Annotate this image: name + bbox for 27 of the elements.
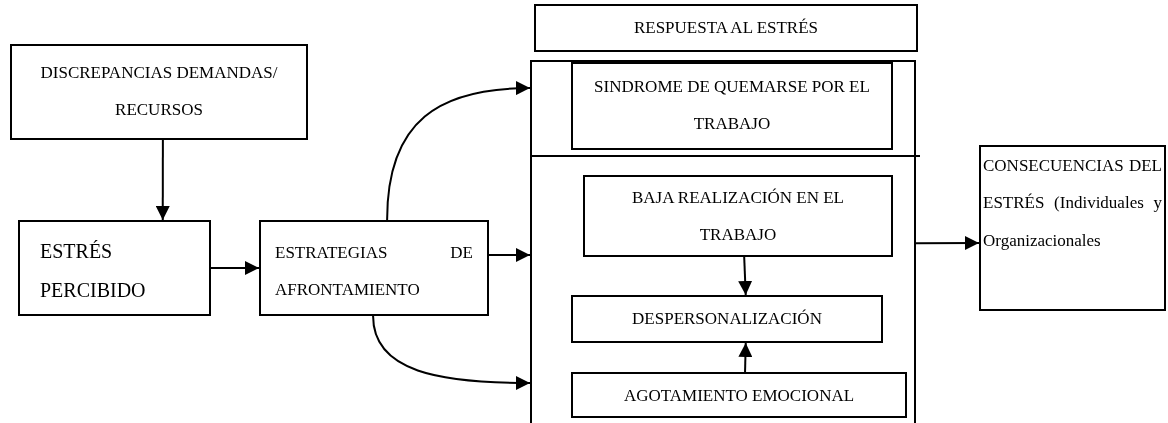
process-box: [583, 175, 893, 257]
box-label: ESTRÉS PERCIBIDO: [40, 239, 147, 303]
box-label: DESPERSONALIZACIÓN: [631, 309, 823, 330]
group-frame: [530, 60, 916, 423]
box-label: SINDROME DE QUEMARSE POR EL TRABAJO: [593, 76, 871, 136]
process-box: [979, 145, 1166, 311]
box-label: DISCREPANCIAS DEMANDAS/ RECURSOS: [39, 62, 279, 122]
arrow: [738, 256, 753, 296]
arrow: [488, 247, 531, 262]
arrow: [372, 315, 531, 390]
process-box: [571, 295, 883, 343]
box-label: ESTRATEGIAS DE AFRONTAMIENTO: [275, 242, 473, 302]
arrow: [386, 81, 531, 221]
process-box: [10, 44, 308, 140]
process-box: [571, 62, 893, 150]
process-box: [571, 372, 907, 418]
box-label: BAJA REALIZACIÓN EN EL TRABAJO: [631, 187, 845, 247]
heading-box: [534, 4, 918, 52]
box-label: RESPUESTA AL ESTRÉS: [632, 18, 820, 39]
box-label: AGOTAMIENTO EMOCIONAL: [622, 386, 856, 407]
box-label: CONSECUENCIAS DEL ESTRÉS (Individuales y Organizacionales: [983, 155, 1162, 252]
arrow: [738, 342, 753, 373]
arrow: [915, 236, 980, 250]
arrow: [210, 261, 260, 275]
process-box: [18, 220, 211, 316]
process-box: [259, 220, 489, 316]
arrow: [155, 139, 170, 221]
